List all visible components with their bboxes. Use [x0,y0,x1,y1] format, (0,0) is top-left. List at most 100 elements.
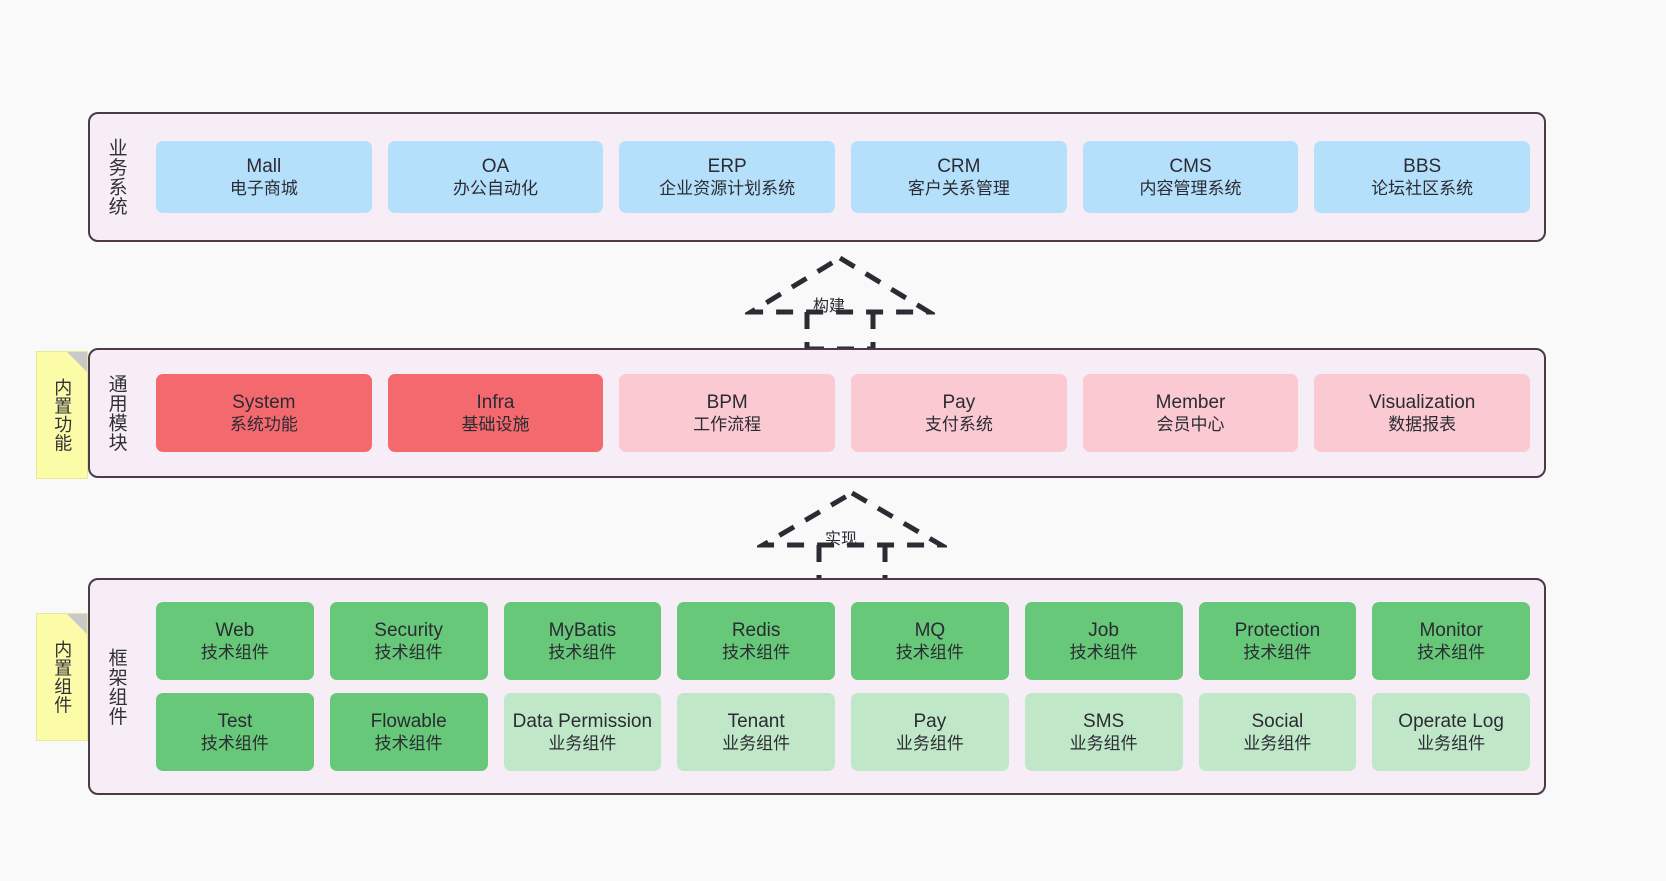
node-oa-subtitle: 办公自动化 [453,179,538,199]
badge-builtin-components-label: 内置组件 [52,640,73,714]
row-technical-components: Web 技术组件 Security 技术组件 MyBatis 技术组件 Redi… [156,602,1530,680]
node-data-permission-title: Data Permission [512,710,653,732]
node-visualization[interactable]: Visualization 数据报表 [1314,374,1531,452]
connector-build: 构建 [742,252,938,352]
badge-builtin-features: 内置功能 [36,351,88,479]
node-social-title: Social [1251,710,1304,732]
node-pay-module[interactable]: Pay 支付系统 [851,374,1067,452]
node-bbs-subtitle: 论坛社区系统 [1371,179,1474,199]
node-infra-title: Infra [476,391,515,413]
node-bbs[interactable]: BBS 论坛社区系统 [1314,141,1531,213]
node-oa[interactable]: OA 办公自动化 [387,141,604,213]
layer-title-business-systems: 业务系统 [105,138,127,216]
node-mybatis[interactable]: MyBatis 技术组件 [503,602,662,680]
node-visualization-title: Visualization [1369,391,1476,413]
node-system-title: System [232,391,296,413]
node-mybatis-subtitle: 技术组件 [548,643,617,663]
node-redis-subtitle: 技术组件 [722,643,791,663]
node-infra-subtitle: 基础设施 [461,415,530,435]
row-business-components: Test 技术组件 Flowable 技术组件 Data Permission … [156,693,1530,771]
layer-body-business-systems: Mall 电子商城 OA 办公自动化 ERP 企业资源计划系统 CRM 客户关系… [142,114,1544,240]
node-security-subtitle: 技术组件 [374,643,443,663]
node-cms-title: CMS [1169,155,1212,177]
node-system[interactable]: System 系统功能 [156,374,372,452]
node-web-subtitle: 技术组件 [200,643,269,663]
node-monitor-title: Monitor [1419,619,1483,641]
node-tenant[interactable]: Tenant 业务组件 [677,693,835,771]
layer-framework-components: 框架组件 Web 技术组件 Security 技术组件 MyBatis 技术组件… [88,578,1546,795]
node-operate-log[interactable]: Operate Log 业务组件 [1372,693,1530,771]
node-crm-title: CRM [937,155,981,177]
node-pay-component[interactable]: Pay 业务组件 [851,693,1009,771]
node-job-title: Job [1088,619,1119,641]
node-data-permission-subtitle: 业务组件 [548,734,617,754]
node-flowable-title: Flowable [370,710,447,732]
node-mall-title: Mall [246,155,282,177]
node-web-title: Web [215,619,255,641]
node-security-title: Security [374,619,443,641]
node-test[interactable]: Test 技术组件 [156,693,314,771]
node-sms[interactable]: SMS 业务组件 [1024,693,1183,771]
node-cms-subtitle: 内容管理系统 [1139,179,1242,199]
node-cms[interactable]: CMS 内容管理系统 [1082,141,1299,213]
row-business-systems: Mall 电子商城 OA 办公自动化 ERP 企业资源计划系统 CRM 客户关系… [156,141,1531,213]
node-oa-title: OA [481,155,510,177]
node-pay-component-subtitle: 业务组件 [895,734,964,754]
node-bpm-title: BPM [706,391,748,413]
node-web[interactable]: Web 技术组件 [156,602,314,680]
node-redis-title: Redis [731,619,781,641]
node-bpm[interactable]: BPM 工作流程 [619,374,836,452]
node-protection-title: Protection [1234,619,1321,641]
node-operate-log-subtitle: 业务组件 [1417,734,1486,754]
node-test-title: Test [217,710,253,732]
layer-body-framework-components: Web 技术组件 Security 技术组件 MyBatis 技术组件 Redi… [142,580,1544,793]
node-mq[interactable]: MQ 技术组件 [851,602,1009,680]
layer-title-framework-components: 框架组件 [105,647,127,726]
node-member[interactable]: Member 会员中心 [1082,374,1299,452]
connector-implement: 实现 [753,487,951,585]
node-redis[interactable]: Redis 技术组件 [677,602,835,680]
node-protection[interactable]: Protection 技术组件 [1198,602,1357,680]
node-mall[interactable]: Mall 电子商城 [156,141,372,213]
layer-title-common-modules: 通用模块 [105,374,127,452]
node-monitor[interactable]: Monitor 技术组件 [1372,602,1530,680]
node-mq-title: MQ [914,619,946,641]
layer-business-systems: 业务系统 Mall 电子商城 OA 办公自动化 ERP 企业资源计划系统 CRM… [88,112,1546,242]
badge-builtin-features-label: 内置功能 [52,378,73,452]
node-job[interactable]: Job 技术组件 [1024,602,1183,680]
node-social[interactable]: Social 业务组件 [1198,693,1357,771]
node-pay-component-title: Pay [913,710,947,732]
node-erp-title: ERP [707,155,747,177]
node-monitor-subtitle: 技术组件 [1417,643,1486,663]
node-system-subtitle: 系统功能 [229,415,298,435]
node-member-title: Member [1155,391,1226,413]
node-mybatis-title: MyBatis [548,619,617,641]
badge-builtin-components: 内置组件 [36,613,88,741]
node-pay-module-subtitle: 支付系统 [924,415,993,435]
node-protection-subtitle: 技术组件 [1243,643,1312,663]
note-fold-icon [67,352,87,372]
row-common-modules: System 系统功能 Infra 基础设施 BPM 工作流程 Pay 支付系统… [156,374,1531,452]
node-security[interactable]: Security 技术组件 [329,602,488,680]
node-erp[interactable]: ERP 企业资源计划系统 [619,141,836,213]
node-crm[interactable]: CRM 客户关系管理 [851,141,1067,213]
node-mq-subtitle: 技术组件 [895,643,964,663]
node-tenant-subtitle: 业务组件 [722,734,791,754]
node-mall-subtitle: 电子商城 [229,179,298,199]
connector-build-label: 构建 [813,298,846,315]
connector-implement-label: 实现 [825,531,858,548]
node-crm-subtitle: 客户关系管理 [907,179,1010,199]
note-fold-icon [67,614,87,634]
node-flowable-subtitle: 技术组件 [374,734,443,754]
node-flowable[interactable]: Flowable 技术组件 [329,693,488,771]
node-infra[interactable]: Infra 基础设施 [387,374,604,452]
node-member-subtitle: 会员中心 [1156,415,1225,435]
node-sms-subtitle: 业务组件 [1069,734,1138,754]
node-social-subtitle: 业务组件 [1243,734,1312,754]
node-erp-subtitle: 企业资源计划系统 [659,179,796,199]
node-sms-title: SMS [1083,710,1125,732]
node-job-subtitle: 技术组件 [1069,643,1138,663]
node-bpm-subtitle: 工作流程 [693,415,762,435]
node-data-permission[interactable]: Data Permission 业务组件 [503,693,662,771]
